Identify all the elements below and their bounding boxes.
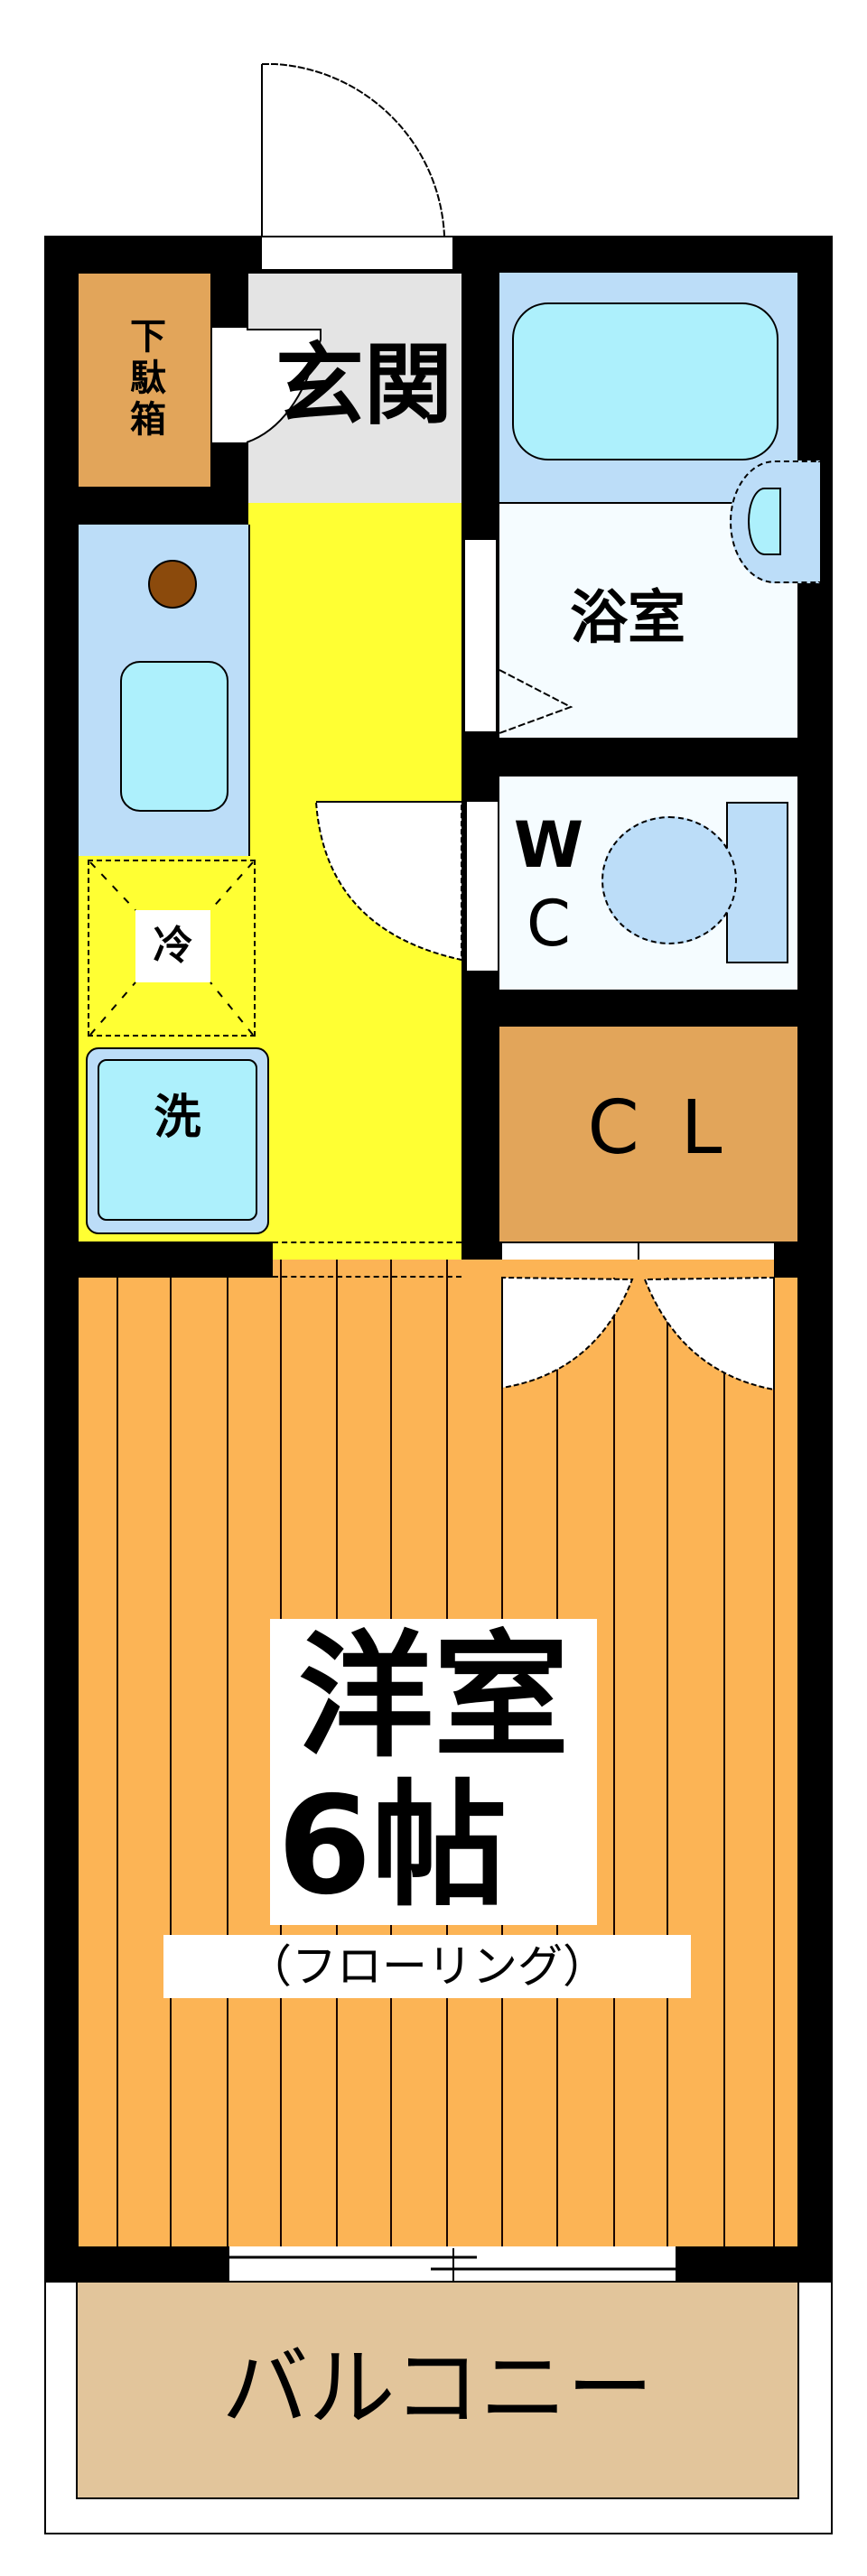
threshold [273,1242,461,1260]
wc-closet-wall [499,990,797,1027]
kitchen-sink [120,661,228,812]
washbasin-bowl [748,488,781,555]
bath-wc-wall [499,738,797,775]
closet-label: C L [587,1085,732,1171]
western-room-label-line1: 洋室 [297,1619,569,1776]
western-room-label-box [270,1619,597,1925]
bathroom-door[interactable] [465,540,498,731]
wc-label-w: W [513,807,584,882]
entry-door-opening[interactable] [262,236,452,271]
wc-label-c: C [527,886,571,961]
stove-icon [148,560,197,609]
washer-label: 洗 [154,1091,201,1145]
threshold-lower [273,1276,461,1278]
bathtub [512,302,778,460]
fridge-space [88,860,256,1037]
wc-door[interactable] [465,802,498,971]
bathroom-label: 浴室 [570,585,685,652]
western-room-sublabel: （フローリング） [163,1935,691,1998]
fridge-label: 冷 [135,910,210,982]
balcony-window[interactable] [229,2246,676,2283]
central-wall [461,274,499,1278]
closet-door-divider [638,1243,639,1269]
shoe-box [79,274,210,487]
room-wall-right-piece [774,1242,797,1278]
balcony [76,2283,799,2499]
room-wall-left-piece [79,1242,273,1278]
closet [499,1027,797,1242]
kitchen-upper-wall [79,503,248,525]
western-room-label-line2: 6帖 [277,1768,508,1925]
shoe-box-door[interactable] [210,328,247,442]
shoe-box-label: 下駄箱 [124,317,165,442]
balcony-label: バルコニー [221,2338,654,2439]
washer-drum [98,1059,257,1221]
entrance-label: 玄関 [275,334,452,437]
toilet-bowl [601,816,737,944]
